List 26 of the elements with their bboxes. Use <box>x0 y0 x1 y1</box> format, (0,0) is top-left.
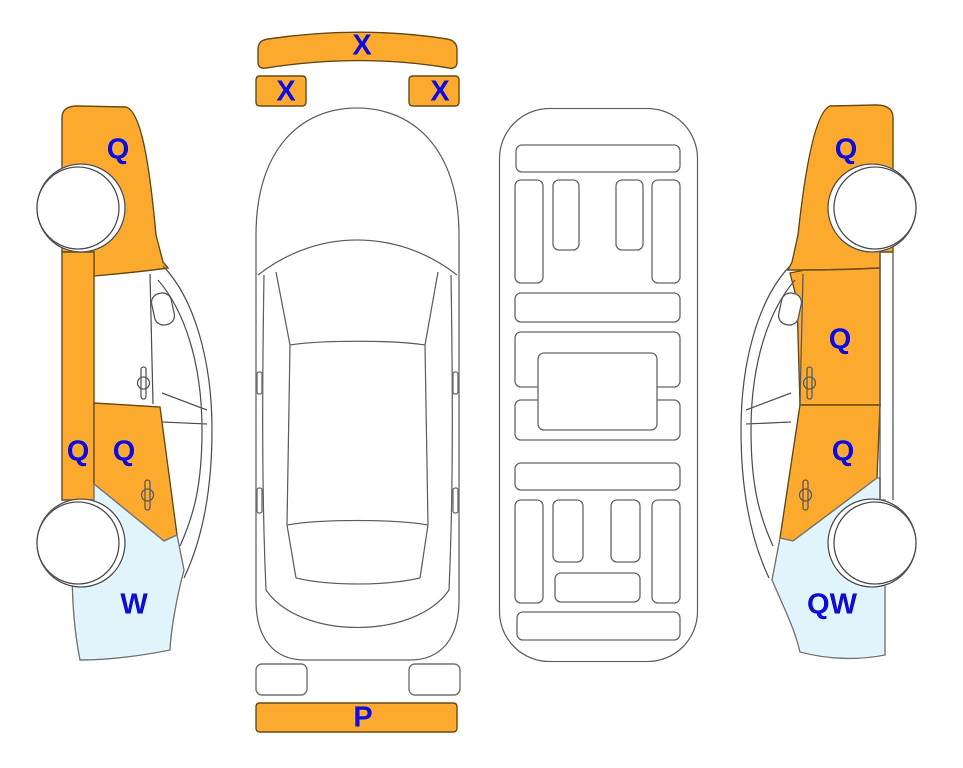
headlamp-panel <box>255 75 308 108</box>
headlamp-panel <box>408 75 461 108</box>
bumper-panel <box>255 702 459 734</box>
body-panel <box>71 483 186 661</box>
body-panel <box>789 267 881 406</box>
damage-code: P <box>353 704 373 732</box>
damage-code: X <box>276 78 296 106</box>
body-panel <box>61 251 95 501</box>
bumper-panel <box>256 30 459 71</box>
damage-code: X <box>352 32 372 60</box>
damage-code: QW <box>807 590 857 620</box>
damage-code: Q <box>106 136 130 164</box>
body-panel <box>779 404 881 542</box>
damage-code: Q <box>828 326 852 354</box>
body-panel <box>787 104 894 272</box>
damage-code: Q <box>66 438 90 466</box>
damage-code: W <box>120 590 148 620</box>
tail-lamp-outline <box>408 663 461 696</box>
tail-lamp-outline <box>255 663 308 696</box>
body-panel <box>93 402 179 542</box>
damage-code: X <box>430 78 450 106</box>
damage-code: Q <box>832 438 854 466</box>
damage-code: Q <box>834 136 858 164</box>
body-panel <box>771 477 886 661</box>
damage-code: Q <box>112 438 136 466</box>
body-panel <box>61 105 170 278</box>
